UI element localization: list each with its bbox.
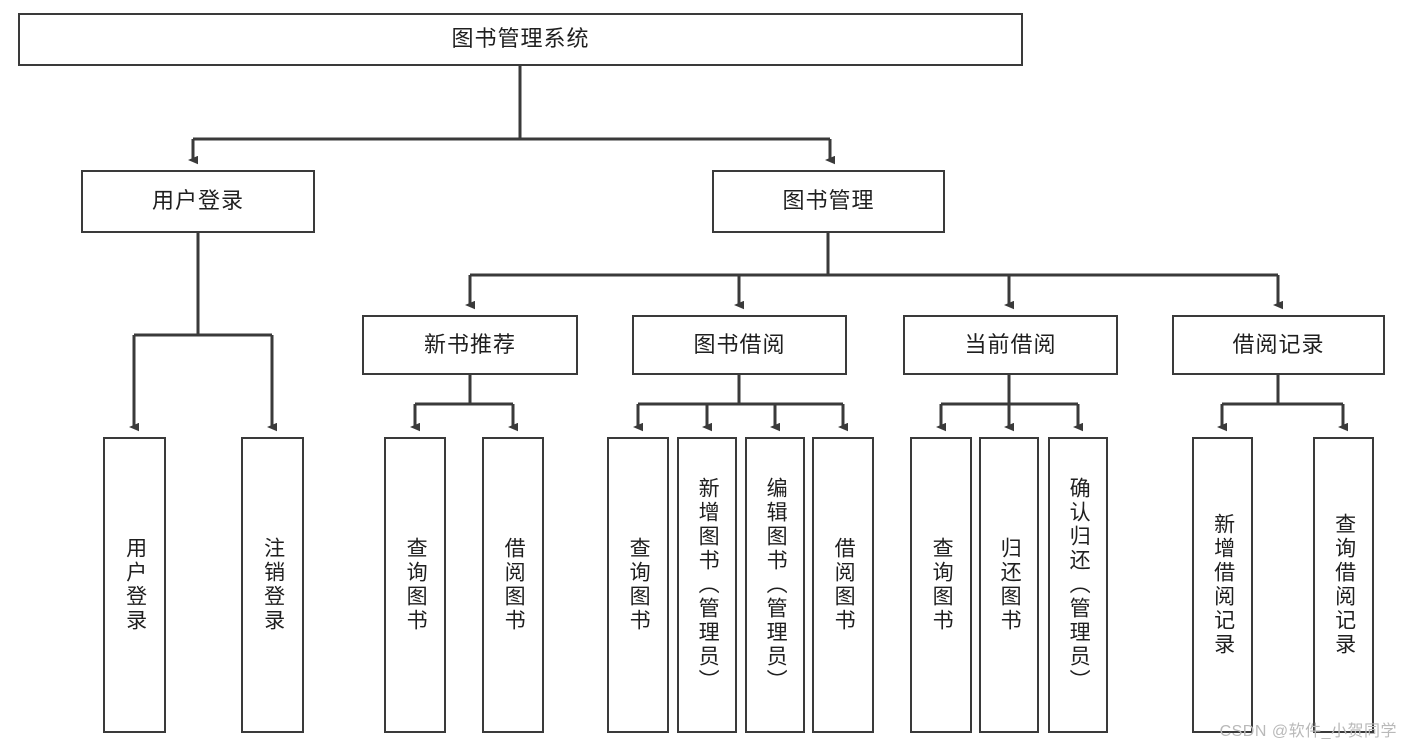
- leaf-book-borrow-add[interactable]: 新增图书（管理员）: [677, 437, 737, 733]
- leaf-current-borrow-query[interactable]: 查询图书: [910, 437, 972, 733]
- leaf-borrow-record-query[interactable]: 查询借阅记录: [1313, 437, 1374, 733]
- node-label: 图书借阅: [693, 331, 786, 357]
- node-label: 当前借阅: [964, 331, 1057, 357]
- node-label: 查询图书: [404, 537, 428, 633]
- node-label: 确认归还（管理员）: [1067, 477, 1091, 693]
- leaf-new-book-query[interactable]: 查询图书: [384, 437, 446, 733]
- leaf-current-borrow-confirm-return[interactable]: 确认归还（管理员）: [1048, 437, 1108, 733]
- node-root-system[interactable]: 图书管理系统: [18, 13, 1023, 66]
- csdn-watermark: CSDN @软件_小贺同学: [1219, 723, 1397, 740]
- node-label: 新书推荐: [423, 331, 516, 357]
- node-label: 归还图书: [998, 537, 1022, 633]
- node-label: 新增借阅记录: [1211, 513, 1235, 657]
- leaf-user-login-logout[interactable]: 注销登录: [241, 437, 304, 733]
- node-label: 借阅图书: [832, 537, 856, 633]
- leaf-borrow-record-add[interactable]: 新增借阅记录: [1192, 437, 1253, 733]
- leaf-current-borrow-return[interactable]: 归还图书: [979, 437, 1039, 733]
- leaf-new-book-borrow[interactable]: 借阅图书: [482, 437, 544, 733]
- node-label: 查询图书: [930, 537, 954, 633]
- node-label: 图书管理: [782, 188, 875, 214]
- node-label: 新增图书（管理员）: [696, 477, 720, 693]
- node-user-login[interactable]: 用户登录: [81, 170, 315, 233]
- node-label: 图书管理系统: [451, 26, 590, 52]
- node-label: 注销登录: [261, 537, 285, 633]
- node-label: 查询借阅记录: [1332, 513, 1356, 657]
- leaf-book-borrow-edit[interactable]: 编辑图书（管理员）: [745, 437, 805, 733]
- node-label: 借阅记录: [1232, 331, 1325, 357]
- node-label: 查询图书: [627, 537, 651, 633]
- node-borrow-record[interactable]: 借阅记录: [1172, 315, 1385, 375]
- leaf-user-login-login[interactable]: 用户登录: [103, 437, 166, 733]
- leaf-book-borrow-query[interactable]: 查询图书: [607, 437, 669, 733]
- node-label: 用户登录: [151, 188, 244, 214]
- node-current-borrow[interactable]: 当前借阅: [903, 315, 1118, 375]
- node-label: 借阅图书: [502, 537, 526, 633]
- leaf-book-borrow-borrow[interactable]: 借阅图书: [812, 437, 874, 733]
- node-book-management[interactable]: 图书管理: [712, 170, 945, 233]
- node-label: 用户登录: [123, 537, 147, 633]
- node-label: 编辑图书（管理员）: [764, 477, 788, 693]
- node-new-book-recommend[interactable]: 新书推荐: [362, 315, 578, 375]
- node-book-borrow[interactable]: 图书借阅: [632, 315, 847, 375]
